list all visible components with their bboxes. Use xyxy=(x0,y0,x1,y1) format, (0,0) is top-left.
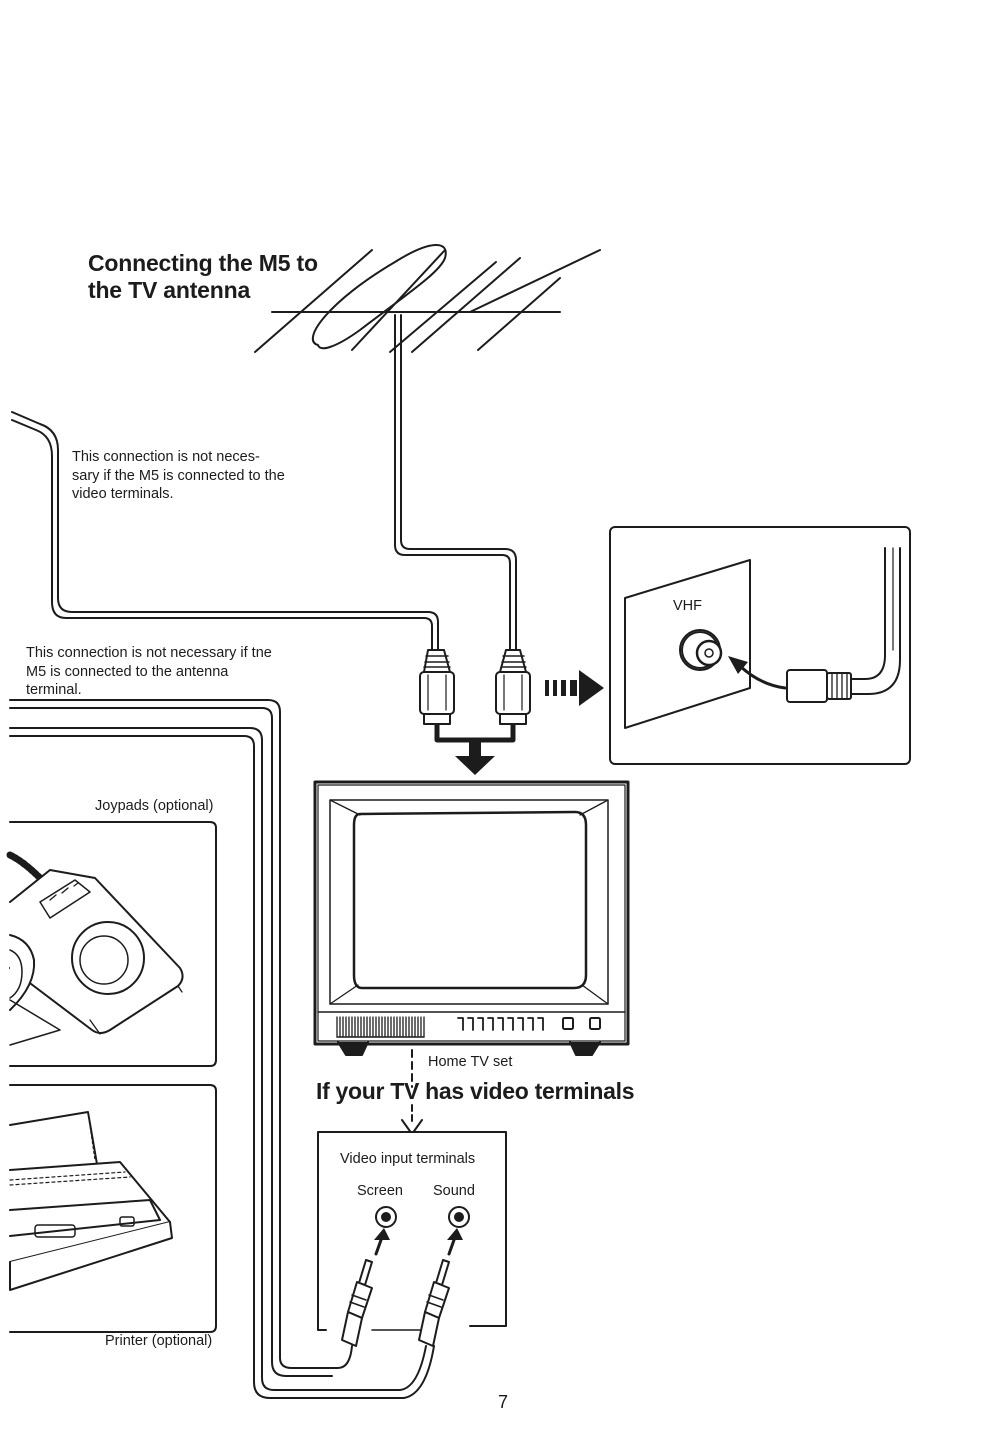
page-title-line1: Connecting the M5 to xyxy=(88,250,318,276)
video-panel-title: Video input terminals xyxy=(340,1151,476,1167)
antenna-cable xyxy=(394,314,517,651)
vhf-label: VHF xyxy=(673,598,702,614)
video-terminals-heading: If your TV has video terminals xyxy=(316,1078,635,1104)
tv-label: Home TV set xyxy=(428,1054,513,1070)
home-tv-set xyxy=(313,780,630,1056)
printer-panel xyxy=(9,1084,217,1333)
rf-plug-right xyxy=(495,649,531,725)
tv-control-strip xyxy=(336,1016,601,1038)
merge-arrow xyxy=(434,724,516,775)
tv-antenna xyxy=(254,244,601,353)
m5-rf-cable xyxy=(11,411,439,651)
rca-plug-screen xyxy=(341,1259,373,1347)
joypads-panel xyxy=(6,821,217,1067)
joypads-label: Joypads (optional) xyxy=(95,798,214,814)
sound-label: Sound xyxy=(433,1183,475,1199)
video-cable xyxy=(9,699,435,1399)
note-antenna-terminal: This connection is not necessary if tne … xyxy=(26,645,272,698)
printer-label: Printer (optional) xyxy=(105,1333,213,1349)
vhf-panel xyxy=(609,526,911,765)
screen-label: Screen xyxy=(357,1183,403,1199)
dotted-arrow-to-vhf xyxy=(545,670,604,706)
rca-plug-sound xyxy=(418,1259,450,1347)
page-number: 7 xyxy=(498,1392,509,1412)
page-title-line2: the TV antenna xyxy=(88,277,251,303)
note-video-terminals: This connection is not neces-sary if the… xyxy=(72,449,285,502)
rf-plug-left xyxy=(419,649,455,725)
